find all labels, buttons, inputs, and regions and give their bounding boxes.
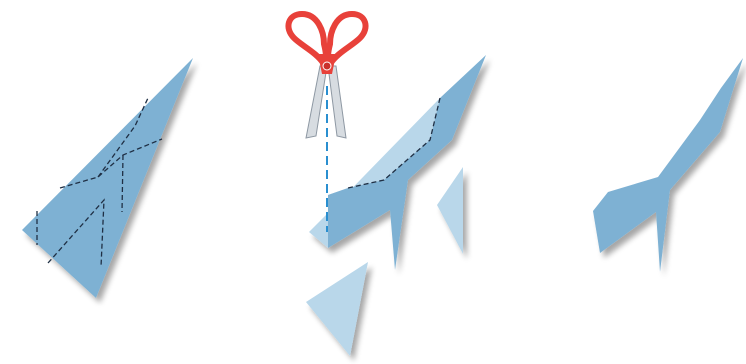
cut-piece-small — [309, 213, 328, 248]
result-paper-shape — [593, 58, 743, 272]
cut-piece-bottom — [306, 262, 368, 356]
step-3-result — [593, 58, 743, 272]
scissor-pivot — [323, 62, 331, 70]
folded-paper-triangle — [22, 58, 193, 298]
step-1-folded-paper — [22, 58, 193, 298]
cut-piece-right — [437, 167, 463, 254]
scissor-blade-left — [306, 66, 327, 138]
scissor-blade-right — [328, 66, 346, 138]
